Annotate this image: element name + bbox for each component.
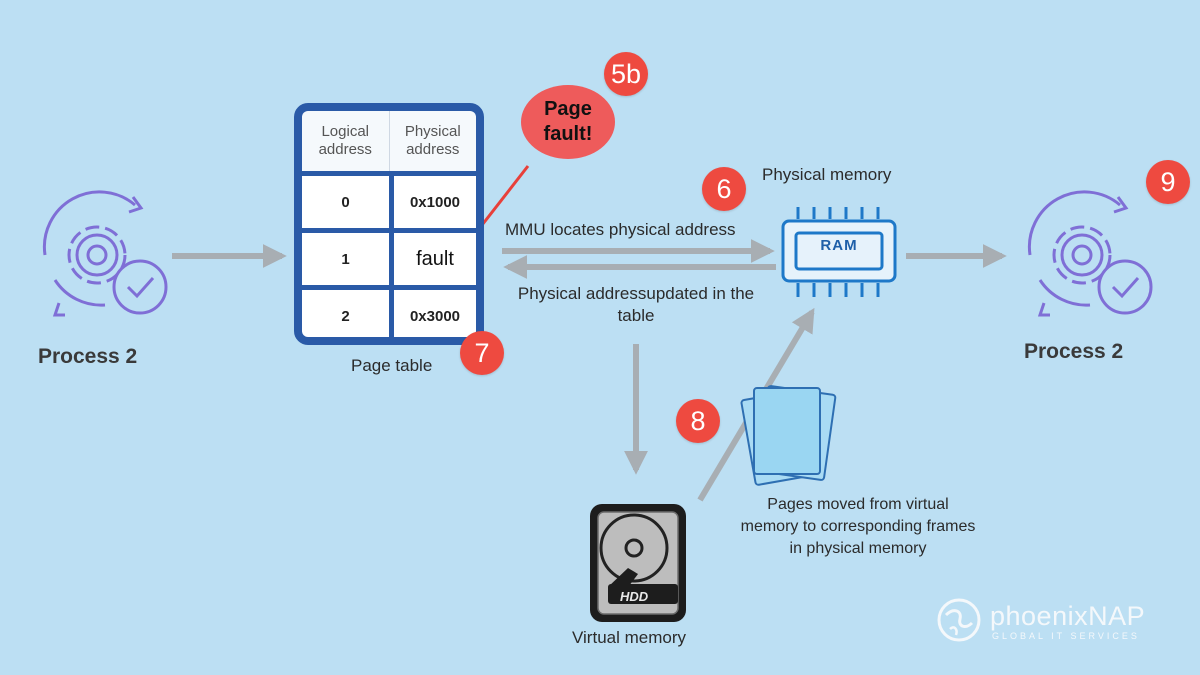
updated-label: Physical addressupdated in the table (517, 284, 755, 325)
logical-cell: 0 (302, 176, 389, 228)
table-row: 1 fault (302, 233, 476, 285)
pages-stack-icon (740, 385, 837, 486)
step-badge-6: 6 (702, 167, 746, 211)
ram-chip-text: RAM (820, 237, 858, 254)
gear-cycle-check-icon (42, 190, 168, 317)
table-row: 0 0x1000 (302, 176, 476, 228)
mmu-label: MMU locates physical address (505, 220, 736, 239)
process-right-label: Process 2 (1024, 340, 1124, 363)
logical-cell: 1 (302, 233, 389, 285)
hdd-icon (590, 504, 686, 622)
table-row: 2 0x3000 (302, 290, 476, 337)
page-table: Logical address Physical address 0 0x100… (294, 103, 484, 345)
pages-moved-label: Pages moved from virtual memory to corre… (740, 496, 976, 557)
page-table-header: Logical address Physical address (302, 111, 476, 171)
step-badge-7: 7 (460, 331, 504, 375)
ram-chip-icon (781, 207, 897, 297)
header-physical-address: Physical address (388, 111, 477, 171)
logical-cell: 2 (302, 290, 389, 337)
page-fault-bubble: Page fault! (521, 85, 615, 159)
step-badge-5b: 5b (604, 52, 648, 96)
hdd-text: HDD (620, 589, 649, 604)
physical-cell: 0x3000 (394, 290, 476, 337)
gear-cycle-check-icon (1027, 190, 1153, 317)
step-badge-8: 8 (676, 399, 720, 443)
step-badge-9: 9 (1146, 160, 1190, 204)
page-table-caption: Page table (351, 356, 433, 375)
header-logical-address: Logical address (318, 123, 372, 158)
logo-name: phoenixNAP (990, 601, 1146, 631)
physical-cell-fault: fault (394, 233, 476, 285)
page-fault-text: Page fault! (543, 98, 593, 145)
virtual-memory-label: Virtual memory (572, 628, 686, 647)
physical-memory-label: Physical memory (762, 165, 892, 184)
process-left-label: Process 2 (38, 345, 138, 368)
logo-subtitle: GLOBAL IT SERVICES (992, 631, 1140, 641)
globe-icon (937, 598, 981, 642)
physical-cell: 0x1000 (394, 176, 476, 228)
